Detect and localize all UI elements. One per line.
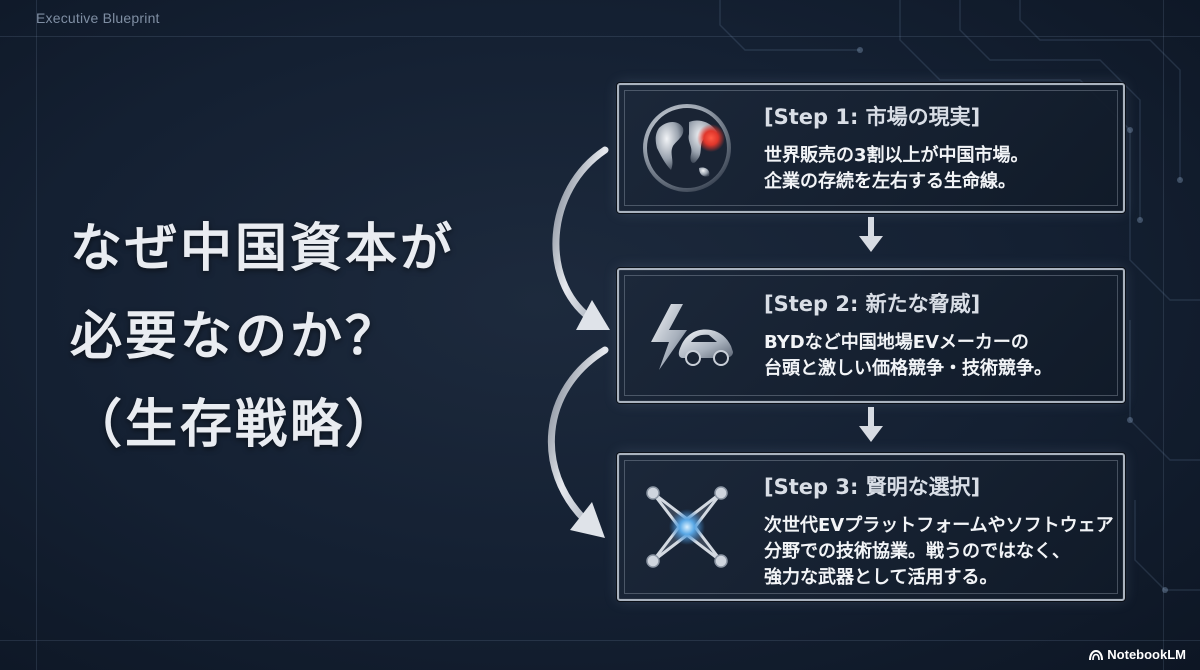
step-3-line-3: 強力な武器として活用する。: [764, 567, 998, 588]
headline-line-3: （生存戦略）: [70, 395, 401, 455]
notebooklm-logo-icon: [1089, 649, 1104, 660]
step-2-line-1: BYDなど中国地場EVメーカーの: [764, 332, 1029, 353]
frame-bottom-line: [0, 640, 1200, 641]
globe-icon: [643, 104, 731, 192]
step-1-body: 世界販売の3割以上が中国市場。 企業の存続を左右する生命線。: [764, 143, 1109, 195]
step-3-title: [Step 3: 賢明な選択]: [764, 475, 981, 499]
step-1-line-2: 企業の存続を左右する生命線。: [764, 171, 1016, 192]
brand-label: Executive Blueprint: [36, 10, 160, 26]
step-3-line-1: 次世代EVプラットフォームやソフトウェア: [764, 515, 1114, 536]
down-arrow-1: [859, 217, 883, 252]
step-3-body: 次世代EVプラットフォームやソフトウェア 分野での技術協業。戦うのではなく、 強…: [764, 513, 1114, 591]
step-1-title: [Step 1: 市場の現実]: [764, 105, 981, 129]
headline-line-1: なぜ中国資本が: [70, 219, 456, 279]
frame-left-line: [36, 0, 37, 670]
notebooklm-label: NotebookLM: [1107, 647, 1186, 662]
curved-arrow-1: [552, 146, 609, 322]
curved-arrow-2: [547, 346, 609, 524]
step-2-body: BYDなど中国地場EVメーカーの 台頭と激しい価格競争・技術競争。: [764, 330, 1109, 382]
notebooklm-badge: NotebookLM: [1089, 647, 1186, 662]
step-3-line-2: 分野での技術協業。戦うのではなく、: [764, 541, 1070, 562]
frame-right-line: [1163, 0, 1164, 670]
step-1-line-1: 世界販売の3割以上が中国市場。: [764, 145, 1029, 166]
curved-arrow-1-head: [576, 300, 610, 330]
down-arrow-2: [859, 407, 883, 442]
curved-arrow-2-head: [570, 502, 605, 538]
main-headline: なぜ中国資本が 必要なのか？ （生存戦略）: [70, 205, 540, 469]
step-1-card: [Step 1: 市場の現実] 世界販売の3割以上が中国市場。 企業の存続を左右…: [617, 83, 1125, 213]
frame-top-line: [0, 36, 1200, 37]
step-2-line-2: 台頭と激しい価格競争・技術競争。: [764, 358, 1052, 379]
step-3-card: [Step 3: 賢明な選択] 次世代EVプラットフォームやソフトウェア 分野で…: [617, 453, 1125, 601]
lightning-car-icon: [651, 303, 733, 370]
step-2-card: [Step 2: 新たな脅威] BYDなど中国地場EVメーカーの 台頭と激しい価…: [617, 268, 1125, 403]
step-2-title: [Step 2: 新たな脅威]: [764, 292, 981, 316]
network-nodes-icon: [646, 486, 728, 568]
headline-line-2: 必要なのか？: [70, 307, 401, 367]
